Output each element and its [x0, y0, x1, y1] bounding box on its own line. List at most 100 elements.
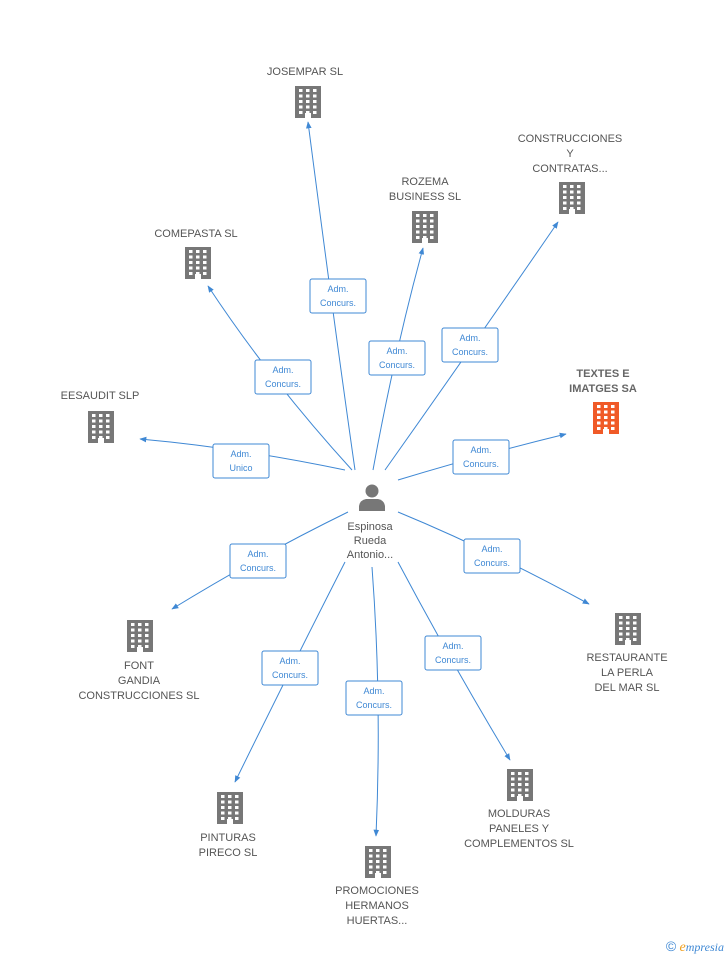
company-name-line: PROMOCIONES — [335, 885, 419, 897]
company-node-josempar[interactable]: JOSEMPAR SL — [267, 66, 343, 118]
edge-label-box — [441, 327, 499, 363]
building-icon — [295, 86, 321, 118]
edge-label-construcciones[interactable]: Adm. Concurs. — [441, 327, 499, 363]
edge-label-box — [452, 439, 510, 475]
company-name-line: CONSTRUCCIONES — [518, 133, 623, 145]
edge-label-line: Adm. — [386, 346, 407, 356]
building-icon — [185, 247, 211, 279]
edge-label-line: Adm. — [470, 445, 491, 455]
company-name-line: CONTRATAS... — [532, 163, 607, 175]
edge-label-line: Adm. — [247, 549, 268, 559]
edge-label-line: Adm. — [481, 544, 502, 554]
building-icon — [615, 613, 641, 645]
edge-label-josempar[interactable]: Adm. Concurs. — [309, 278, 367, 314]
edge-label-box — [212, 443, 270, 479]
edges-layer: Adm.Concurs.Adm.Concurs.Adm.Concurs.Adm.… — [139, 121, 590, 837]
company-name-line: CONSTRUCCIONES SL — [78, 690, 199, 702]
edge-label-line: Concurs. — [272, 670, 308, 680]
edge-label-line: Concurs. — [452, 347, 488, 357]
company-node-comepasta[interactable]: COMEPASTA SL — [154, 228, 238, 279]
edge-label-box — [261, 650, 319, 686]
edge-label-line: Concurs. — [240, 563, 276, 573]
building-icon — [507, 769, 533, 801]
person-name-line-1: Espinosa — [347, 521, 393, 533]
company-node-font[interactable]: FONT GANDIA CONSTRUCCIONES SL — [78, 620, 200, 702]
edge-label-line: Adm. — [363, 686, 384, 696]
edge-label-box — [254, 359, 312, 395]
edge-label-box — [309, 278, 367, 314]
company-node-promociones[interactable]: PROMOCIONES HERMANOS HUERTAS... — [335, 846, 419, 927]
company-node-eesaudit[interactable]: EESAUDIT SLP — [61, 390, 140, 443]
building-icon — [559, 182, 585, 214]
edge-label-molduras[interactable]: Adm. Concurs. — [424, 635, 482, 671]
edge-label-line: Concurs. — [356, 700, 392, 710]
edge-label-line: Adm. — [327, 284, 348, 294]
edge-label-line: Adm. — [230, 449, 251, 459]
person-name-line-2: Rueda — [354, 535, 387, 547]
building-icon — [217, 792, 243, 824]
edge-label-line: Concurs. — [379, 360, 415, 370]
edge-label-line: Adm. — [272, 365, 293, 375]
company-name-line: DEL MAR SL — [594, 682, 659, 694]
edge-label-line: Concurs. — [463, 459, 499, 469]
company-name-line: MOLDURAS — [488, 808, 550, 820]
edge-label-box — [368, 340, 426, 376]
edge-label-line: Adm. — [442, 641, 463, 651]
edge-label-line: Adm. — [459, 333, 480, 343]
company-name-line: LA PERLA — [601, 667, 654, 679]
company-name-line: PINTURAS — [200, 832, 256, 844]
brand-name: mpresia — [685, 940, 724, 954]
edge-label-line: Concurs. — [320, 298, 356, 308]
edge-label-font[interactable]: Adm. Concurs. — [229, 543, 287, 579]
edge-label-comepasta[interactable]: Adm. Concurs. — [254, 359, 312, 395]
company-name-line: COMEPASTA SL — [154, 228, 237, 240]
edge-label-eesaudit[interactable]: Adm. Unico — [212, 443, 270, 479]
edge-label-promociones[interactable]: Adm. Concurs. — [345, 680, 403, 716]
building-icon — [412, 211, 438, 243]
company-name-line: HERMANOS — [345, 900, 409, 912]
edge-label-line: Concurs. — [474, 558, 510, 568]
edge-label-rozema[interactable]: Adm. Concurs. — [368, 340, 426, 376]
building-icon-highlighted — [593, 402, 619, 434]
company-node-molduras[interactable]: MOLDURAS PANELES Y COMPLEMENTOS SL — [464, 769, 574, 850]
company-name-line: JOSEMPAR SL — [267, 66, 343, 78]
brand-initial: e — [679, 940, 686, 955]
building-icon — [365, 846, 391, 878]
company-name-line: PANELES Y — [489, 823, 550, 835]
person-name-line-3: Antonio... — [347, 549, 393, 561]
company-name-line: RESTAURANTE — [586, 652, 667, 664]
company-name-line: HUERTAS... — [347, 915, 408, 927]
company-name-line: FONT — [124, 660, 154, 672]
company-name-line: COMPLEMENTOS SL — [464, 838, 574, 850]
edge-label-line: Concurs. — [435, 655, 471, 665]
edge-label-box — [424, 635, 482, 671]
nodes-layer: JOSEMPAR SL CONSTRUCCIONES Y CONTRATAS... RO… — [61, 66, 668, 927]
building-icon — [88, 411, 114, 443]
company-name-line: GANDIA — [118, 675, 161, 687]
person-icon — [359, 484, 385, 511]
edge-label-line: Unico — [229, 463, 252, 473]
edge-label-textes[interactable]: Adm. Concurs. — [452, 439, 510, 475]
edge-label-box — [229, 543, 287, 579]
footer-brand: © empresia — [666, 938, 724, 956]
edge-label-box — [345, 680, 403, 716]
company-node-textes[interactable]: TEXTES E IMATGES SA — [569, 368, 637, 434]
edge-label-restaurante[interactable]: Adm. Concurs. — [463, 538, 521, 574]
company-name-line: PIRECO SL — [199, 847, 258, 859]
company-name-line: TEXTES E — [576, 368, 629, 380]
edge-label-pinturas[interactable]: Adm. Concurs. — [261, 650, 319, 686]
company-name-line: EESAUDIT SLP — [61, 390, 140, 402]
copyright-symbol: © — [665, 938, 677, 954]
company-name-line: Y — [566, 148, 574, 160]
company-node-construcciones[interactable]: CONSTRUCCIONES Y CONTRATAS... — [518, 133, 623, 214]
building-icon — [127, 620, 153, 652]
center-person[interactable]: Espinosa Rueda Antonio... — [347, 484, 394, 562]
company-node-restaurante[interactable]: RESTAURANTE LA PERLA DEL MAR SL — [586, 613, 668, 694]
company-name-line: BUSINESS SL — [389, 191, 461, 203]
edge-label-line: Adm. — [279, 656, 300, 666]
edge-label-line: Concurs. — [265, 379, 301, 389]
company-name-line: IMATGES SA — [569, 383, 637, 395]
company-node-pinturas[interactable]: PINTURAS PIRECO SL — [199, 792, 258, 859]
